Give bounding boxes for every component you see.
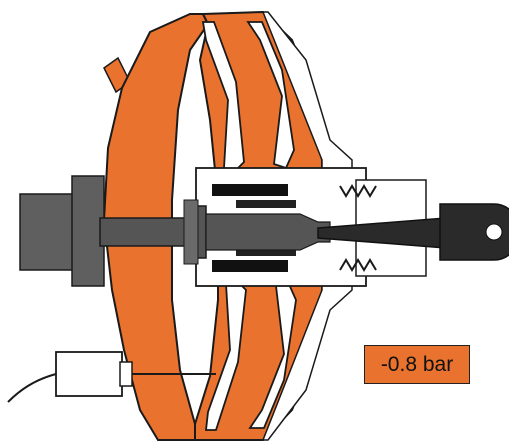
rear-cover xyxy=(261,11,353,181)
seal-lower xyxy=(212,260,288,272)
seal-lower-inner xyxy=(236,248,296,256)
vacuum-sensor-cap xyxy=(119,361,133,387)
clevis-hole xyxy=(485,223,503,241)
seal-upper xyxy=(212,184,288,196)
vacuum-sensor xyxy=(55,351,123,397)
master-cylinder-flange xyxy=(19,193,79,271)
reaction-disc xyxy=(183,199,199,265)
pressure-value: -0.8 bar xyxy=(380,352,454,376)
input-pushrod-clevis xyxy=(439,203,509,261)
master-cylinder-body xyxy=(71,175,105,287)
sensor-wire xyxy=(7,373,57,403)
spring-upper xyxy=(339,184,377,198)
valve-plunger xyxy=(205,213,331,251)
pressure-label: -0.8 bar xyxy=(364,345,470,384)
spring-lower xyxy=(339,258,377,272)
seal-upper-inner xyxy=(236,200,296,208)
